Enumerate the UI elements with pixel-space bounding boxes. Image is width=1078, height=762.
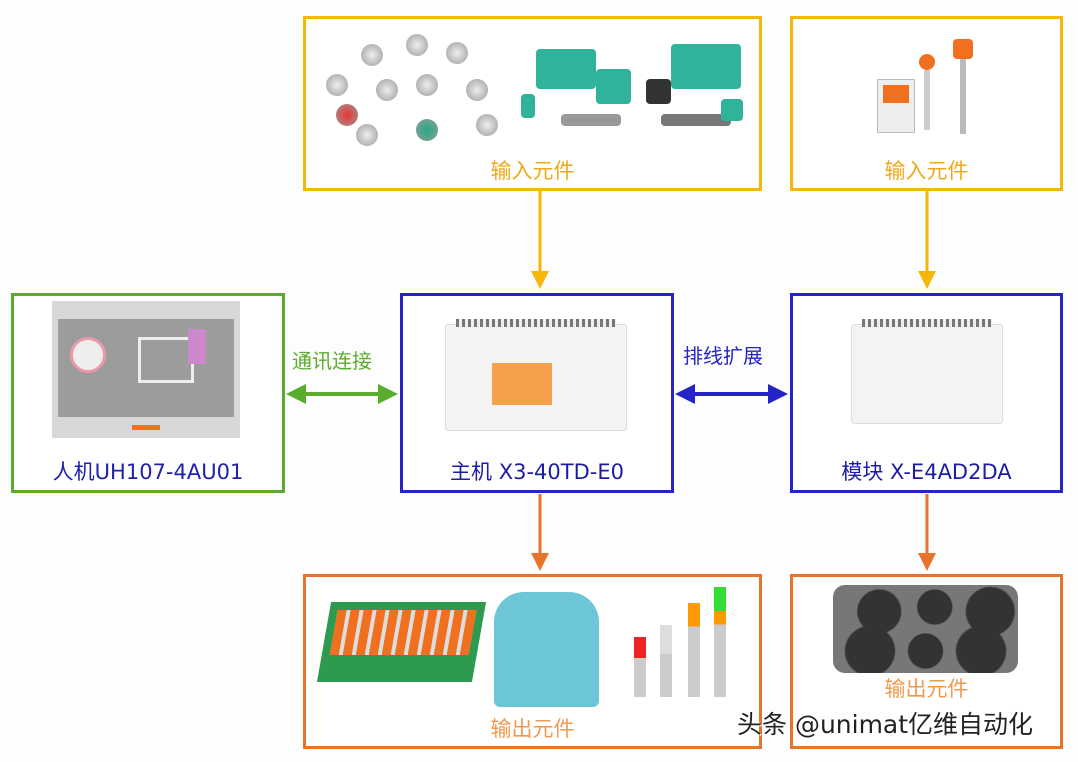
transmitters-image [853, 34, 983, 144]
valves-image [833, 585, 1018, 673]
output-box-1-label: 输出元件 [490, 717, 575, 741]
input-box-1: 输入元件 [303, 16, 762, 191]
module-label: 模块 X-E4AD2DA [841, 460, 1012, 484]
main-unit-box: 主机 X3-40TD-E0 [400, 293, 674, 493]
signal-tower-image [626, 587, 746, 702]
relay-board-image [316, 602, 487, 682]
ribbon-link-label: 排线扩展 [683, 344, 763, 368]
input-box-2: 输入元件 [790, 16, 1063, 191]
motor-image [494, 592, 599, 707]
plc-main-image [445, 319, 627, 431]
hmi-box: 人机UH107-4AU01 [11, 293, 285, 493]
input-box-2-label: 输入元件 [884, 159, 969, 183]
output-box-1: 输出元件 [303, 574, 762, 749]
buttons-image [316, 34, 516, 146]
output-box-2-label: 输出元件 [884, 677, 969, 701]
module-box: 模块 X-E4AD2DA [790, 293, 1063, 493]
output-box-2: 输出元件 [790, 574, 1063, 749]
input-box-1-label: 输入元件 [490, 159, 575, 183]
main-unit-label: 主机 X3-40TD-E0 [450, 460, 624, 484]
hmi-box-label: 人机UH107-4AU01 [52, 460, 244, 484]
comm-link-label: 通讯连接 [292, 349, 372, 373]
expansion-module-image [851, 319, 1003, 424]
hmi-image [52, 301, 240, 438]
watermark: 头条 @unimat亿维自动化 [737, 710, 1034, 739]
proximity-sensors-image [521, 34, 751, 144]
